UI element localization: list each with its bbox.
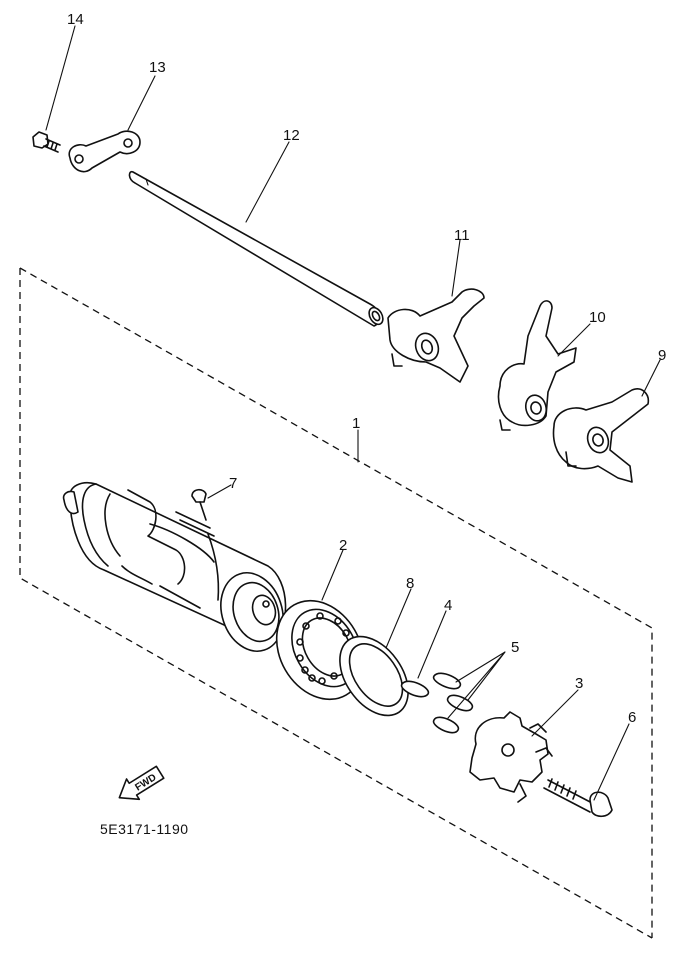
screw-part-14 [32,131,61,153]
callout-7: 7 [229,475,237,492]
callout-11: 11 [454,227,470,244]
washer-part-8 [339,635,409,717]
callout-14: 14 [67,11,84,28]
leader-lines [45,25,661,801]
callout-6: 6 [628,709,636,726]
callout-13: 13 [149,59,166,76]
shift-fork-part-9 [552,388,650,483]
callout-12: 12 [283,127,300,144]
callout-3: 3 [575,675,583,692]
callout-1: 1 [352,415,360,432]
callout-8: 8 [406,575,414,592]
assembly-boundary [19,267,653,939]
dowel-pins-part-4 [400,672,474,734]
pin-part-7 [191,488,207,521]
callout-2: 2 [339,537,347,554]
callout-5: 5 [511,639,519,656]
fwd-arrow-icon: FWD [118,765,165,801]
lever-plate-part-13 [68,130,141,173]
callout-labels: 14 13 12 11 10 9 1 7 2 8 4 5 3 6 [67,11,666,726]
part-code: 5E3171-1190 [100,821,189,837]
segment-part-3 [469,711,553,803]
callout-10: 10 [589,309,606,326]
bolt-part-6 [543,778,613,818]
shift-drum [62,482,287,652]
callout-9: 9 [658,347,666,364]
shift-fork-part-10 [497,300,577,431]
callout-4: 4 [444,597,452,614]
shift-shaft-part-12 [128,170,384,327]
shift-fork-part-11 [387,288,485,383]
